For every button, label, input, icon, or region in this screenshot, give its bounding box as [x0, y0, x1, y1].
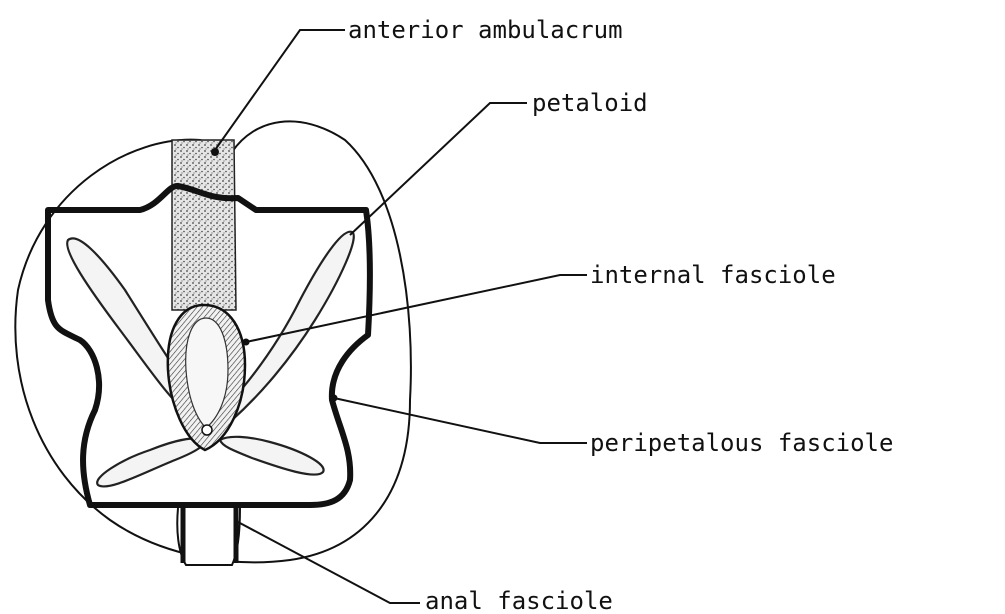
label-peripetalous-fasciole: peripetalous fasciole [590, 429, 893, 457]
label-petaloid: petaloid [532, 89, 648, 117]
leader-dot-internal-fasciole [243, 339, 250, 346]
leader-dot-anterior-ambulacrum [211, 148, 219, 156]
anterior-ambulacrum-band [172, 140, 236, 310]
petal-posterior-right [220, 437, 324, 475]
petal-posterior-left [97, 438, 205, 486]
label-anal-fasciole: anal fasciole [425, 587, 613, 614]
label-anterior-ambulacrum: anterior ambulacrum [348, 16, 623, 44]
leader-petaloid [350, 103, 527, 235]
leader-dot-peripetalous-fasciole [331, 395, 338, 402]
leader-peripetalous-fasciole [334, 398, 587, 443]
anal-fasciole-shape [177, 508, 240, 565]
apical-disc [202, 425, 212, 435]
leader-anterior-ambulacrum [215, 30, 345, 150]
label-internal-fasciole: internal fasciole [590, 261, 836, 289]
